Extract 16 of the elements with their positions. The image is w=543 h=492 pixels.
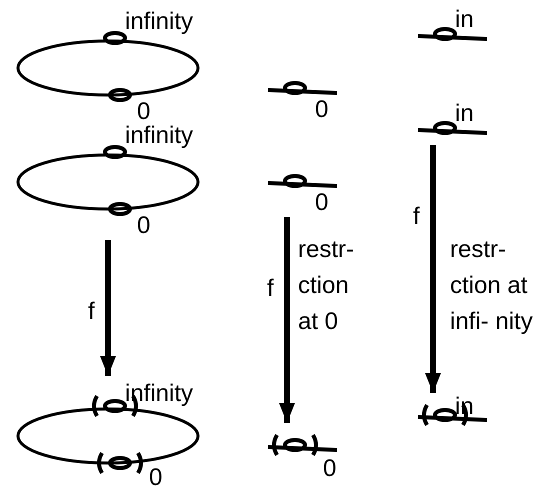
point-label: 0 — [137, 100, 150, 124]
point-label: in — [455, 8, 474, 32]
arrow — [100, 240, 116, 376]
point-label: 0 — [315, 98, 328, 122]
point-label: infinity — [125, 10, 194, 34]
point-label: 0 — [149, 466, 162, 490]
point-label: infinity — [125, 382, 194, 406]
arrow — [425, 145, 441, 393]
point-label: infinity — [125, 124, 194, 148]
annotation-text: restr- ction at infi- nity — [450, 235, 534, 337]
point-label: 0 — [137, 214, 150, 238]
point-label: in — [455, 102, 474, 126]
arrow — [279, 217, 295, 423]
point-label: 0 — [323, 457, 336, 481]
point-label: 0 — [315, 191, 328, 215]
annotation-text: restr- ction at 0 — [298, 235, 355, 337]
